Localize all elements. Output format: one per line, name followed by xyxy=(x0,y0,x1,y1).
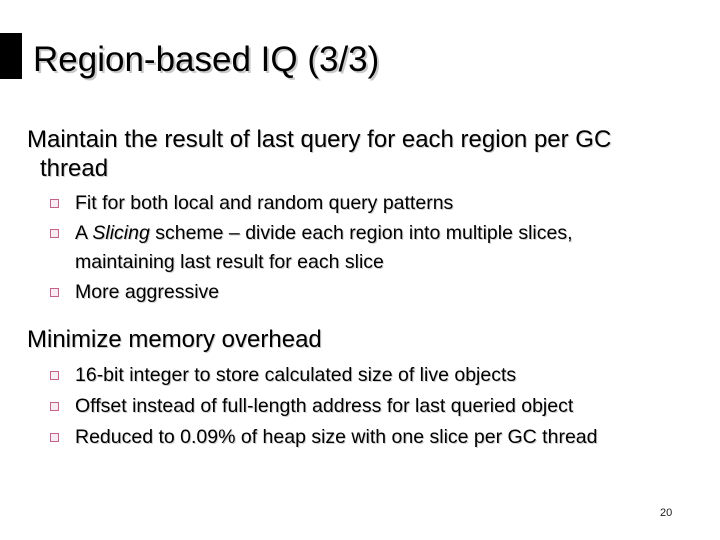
bullet-text-italic: Slicing xyxy=(92,222,150,244)
bullet-text: A Slicing scheme – divide each region in… xyxy=(75,222,573,244)
section-1-heading-line-2: thread xyxy=(40,155,109,182)
bullet-item: More aggressive xyxy=(50,278,219,307)
square-bullet-icon xyxy=(50,371,59,380)
section-1-heading-line-1: Maintain the result of last query for ea… xyxy=(27,126,612,153)
bullet-text: maintaining last result for each slice xyxy=(75,251,384,273)
title-accent-bar xyxy=(0,33,22,79)
bullet-text: Fit for both local and random query patt… xyxy=(75,192,454,214)
bullet-item: A Slicing scheme – divide each region in… xyxy=(50,219,573,248)
bullet-item: Offset instead of full-length address fo… xyxy=(50,392,573,421)
square-bullet-icon xyxy=(50,433,59,442)
slide-title: Region-based IQ (3/3) xyxy=(33,40,380,79)
bullet-item-continuation: maintaining last result for each slice xyxy=(75,248,384,277)
square-bullet-icon xyxy=(50,229,59,238)
bullet-text-pre: A xyxy=(75,222,93,244)
bullet-item: 16-bit integer to store calculated size … xyxy=(50,361,516,390)
section-2-heading-line-1: Minimize memory overhead xyxy=(27,326,322,353)
bullet-text: 16-bit integer to store calculated size … xyxy=(75,364,517,386)
square-bullet-icon xyxy=(50,199,59,208)
page-number: 20 xyxy=(660,507,673,519)
bullet-text-post: scheme – divide each region into multipl… xyxy=(149,222,573,244)
bullet-text: More aggressive xyxy=(75,281,220,303)
bullet-text: Offset instead of full-length address fo… xyxy=(75,395,574,417)
bullet-text: Reduced to 0.09% of heap size with one s… xyxy=(75,426,598,448)
square-bullet-icon xyxy=(50,288,59,297)
square-bullet-icon xyxy=(50,402,59,411)
bullet-item: Fit for both local and random query patt… xyxy=(50,189,453,218)
bullet-item: Reduced to 0.09% of heap size with one s… xyxy=(50,423,597,452)
